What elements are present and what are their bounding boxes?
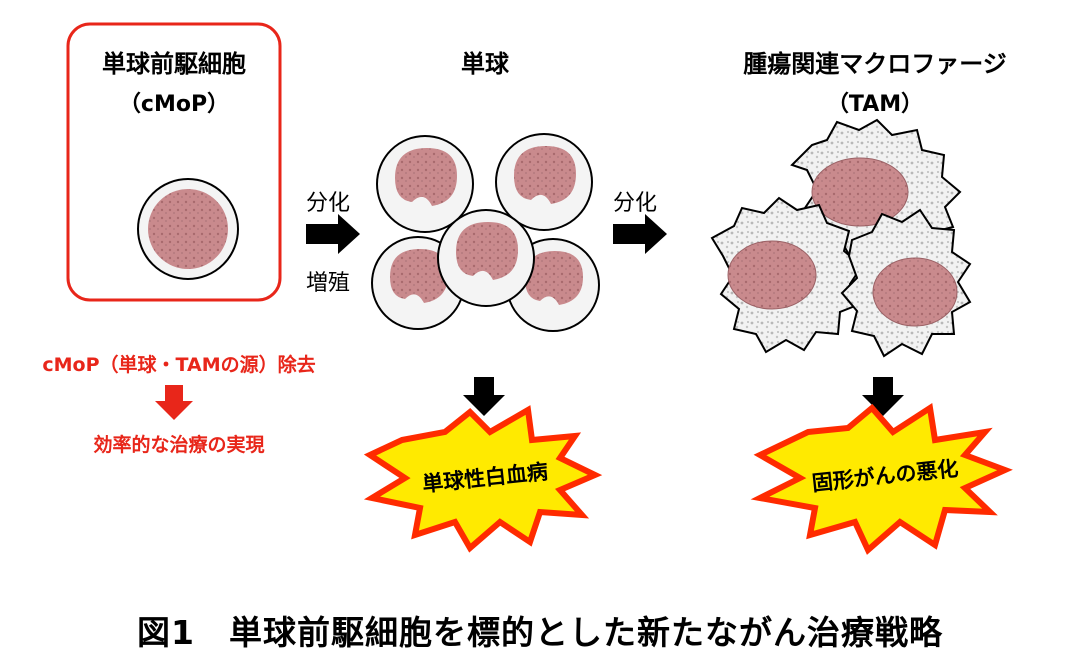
monocyte-cell [437, 209, 535, 307]
figure-caption: 図1 単球前駆細胞を標的とした新たながん治療戦略 [137, 613, 943, 652]
tam-cluster [710, 118, 972, 358]
differentiation-label-2: 分化 [613, 191, 658, 216]
differentiation-label-1: 分化 [306, 191, 351, 216]
treatment-result-text: 効率的な治療の実現 [93, 434, 265, 456]
arrow-down-leukemia [463, 377, 505, 416]
proliferation-label: 増殖 [306, 271, 351, 296]
macrophage-cell [710, 196, 864, 354]
arrow-right-1 [306, 214, 360, 254]
monocyte-title: 単球 [461, 50, 509, 78]
burst-cancer [750, 402, 1013, 555]
tam-title: 腫瘍関連マクロファージ [743, 50, 1007, 78]
monocyte-cell [495, 133, 593, 231]
cmop-title: 単球前駆細胞 [102, 50, 246, 78]
burst-leukemia [363, 405, 603, 553]
cmop-abbrev: （cMoP） [118, 92, 230, 117]
cmop-removal-text: cMoP（単球・TAMの源）除去 [42, 354, 316, 376]
macrophage-cell [840, 208, 972, 358]
cmop-cell [137, 178, 239, 280]
monocyte-cluster [371, 133, 600, 332]
arrow-down-red [155, 385, 193, 420]
monocyte-cell [376, 135, 474, 233]
tam-abbrev: （TAM） [826, 92, 924, 117]
cmop-highlight-box [66, 22, 282, 302]
arrow-right-2 [613, 214, 667, 254]
arrow-down-cancer [862, 377, 904, 416]
